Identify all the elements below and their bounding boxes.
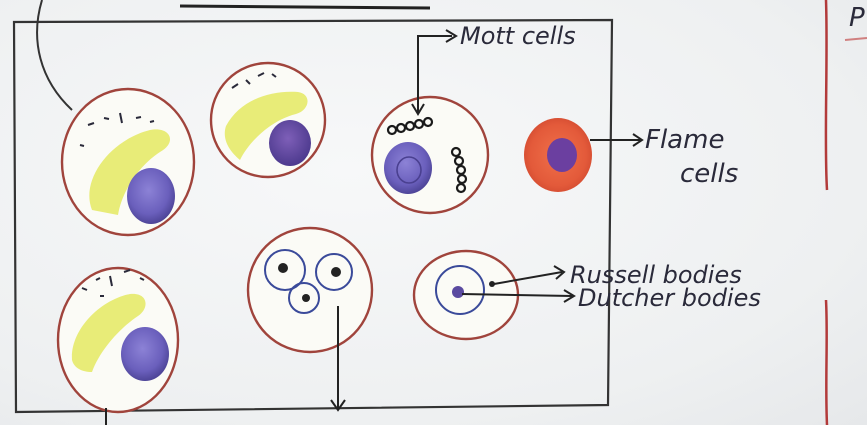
dutcher-bodies-label: Dutcher bodies <box>578 284 761 312</box>
plasma-cell-2 <box>211 63 325 177</box>
nucleus <box>547 138 577 172</box>
plasma-cell-4 <box>248 228 372 352</box>
margin-tick <box>845 38 867 40</box>
nucleus <box>127 168 175 224</box>
mott-cells-label: Mott cells <box>460 22 576 50</box>
flame-cell <box>524 118 592 192</box>
flame-label-line1: Flame <box>645 125 724 155</box>
nucleus <box>269 120 311 166</box>
leader-curve <box>37 0 72 110</box>
top-underline <box>180 6 430 8</box>
plasma-cell-3 <box>58 268 178 412</box>
mott-cell <box>372 97 488 213</box>
dutcher-body <box>452 286 464 298</box>
nucleus <box>121 327 169 381</box>
flame-label-line2: cells <box>680 159 738 189</box>
plasma-cell-1 <box>62 89 194 235</box>
edge-letter: P <box>849 3 865 33</box>
nucleus <box>384 142 432 194</box>
margin-line <box>826 0 827 425</box>
